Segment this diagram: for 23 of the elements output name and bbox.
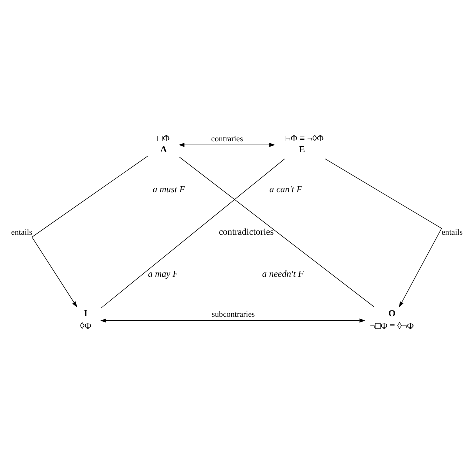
node-label: ◊Φ [80, 320, 92, 331]
node-label: ¬□Φ ≡ ◊¬Φ [370, 320, 414, 331]
node-text: I [84, 308, 88, 319]
arrow [32, 156, 149, 308]
label: a must F [152, 184, 186, 194]
arrow [100, 318, 366, 323]
connector [101, 158, 286, 308]
node-text: A [160, 144, 168, 155]
node-text: E [299, 144, 306, 155]
label: contradictories [219, 227, 274, 238]
connector [179, 156, 374, 308]
arrow [324, 158, 442, 308]
label: a needn't F [262, 268, 304, 279]
label: a can't F [270, 184, 302, 194]
edge-label: subcontraries [212, 310, 256, 319]
edge-label: contraries [211, 134, 244, 144]
node-text: O [388, 308, 396, 319]
arrow [178, 143, 276, 148]
label: a may F [148, 268, 179, 279]
node-label: □¬Φ ≡ ¬◊Φ [280, 134, 324, 144]
edge-label: entails [11, 228, 32, 238]
edge-label: entails [442, 228, 463, 238]
node-label: □Φ [158, 134, 170, 144]
